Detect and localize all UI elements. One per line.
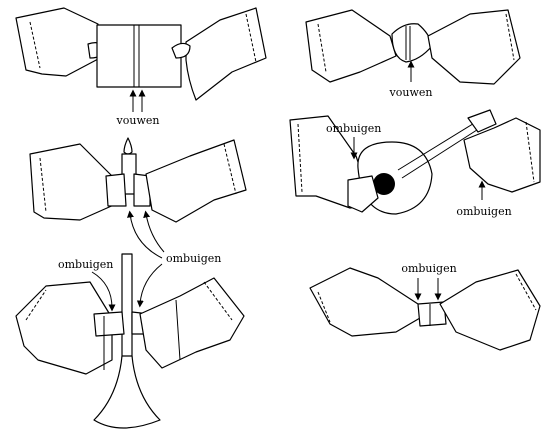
bend-arrow-top [91, 271, 116, 312]
label-ombuigen-5-left: ombuigen [326, 122, 381, 135]
candle-flame [123, 137, 133, 155]
label-ombuigen-3: ombuigen [166, 252, 221, 265]
bend-arrow-1 [126, 210, 163, 259]
bend-arrow-right [136, 263, 163, 308]
mandolin-neck-end [467, 109, 497, 133]
right-sleeve [463, 117, 541, 193]
right-hand [133, 173, 151, 207]
left-hand [105, 173, 127, 207]
label-ombuigen-6: ombuigen [401, 262, 456, 275]
panel-2-folded: vouwen [305, 9, 521, 99]
label-ombuigen-4-top: ombuigen [58, 258, 113, 271]
bend-arrow-2 [143, 210, 165, 253]
right-sleeve [145, 139, 247, 223]
panel-1-fold-card: vouwen [15, 7, 267, 127]
left-sleeve [15, 281, 113, 375]
label-vouwen-2: vouwen [389, 86, 433, 99]
left-sleeve [29, 143, 117, 221]
right-sleeve [185, 7, 267, 101]
right-sleeve [439, 269, 541, 351]
panel-6-reset: ombuigen [309, 262, 541, 351]
left-sleeve [309, 267, 421, 337]
trumpet-bell [93, 355, 161, 429]
right-sleeve [139, 277, 245, 369]
label-vouwen-1: vouwen [116, 114, 160, 127]
left-hand [93, 311, 125, 337]
panel-3-candle: ombuigen [29, 137, 247, 265]
panel-5-mandolin: ombuigen ombuigen [289, 109, 541, 218]
right-thumb [171, 42, 191, 59]
center-knot [417, 301, 447, 327]
panel-4-trumpet: ombuigen [15, 253, 245, 429]
trumpet-pipe [121, 253, 133, 359]
right-sleeve [427, 9, 521, 85]
left-hand [347, 175, 379, 213]
center-knot [391, 23, 433, 63]
left-sleeve [15, 7, 101, 77]
left-sleeve [305, 9, 397, 83]
label-ombuigen-5-right: ombuigen [456, 205, 511, 218]
sound-hole [373, 173, 395, 195]
